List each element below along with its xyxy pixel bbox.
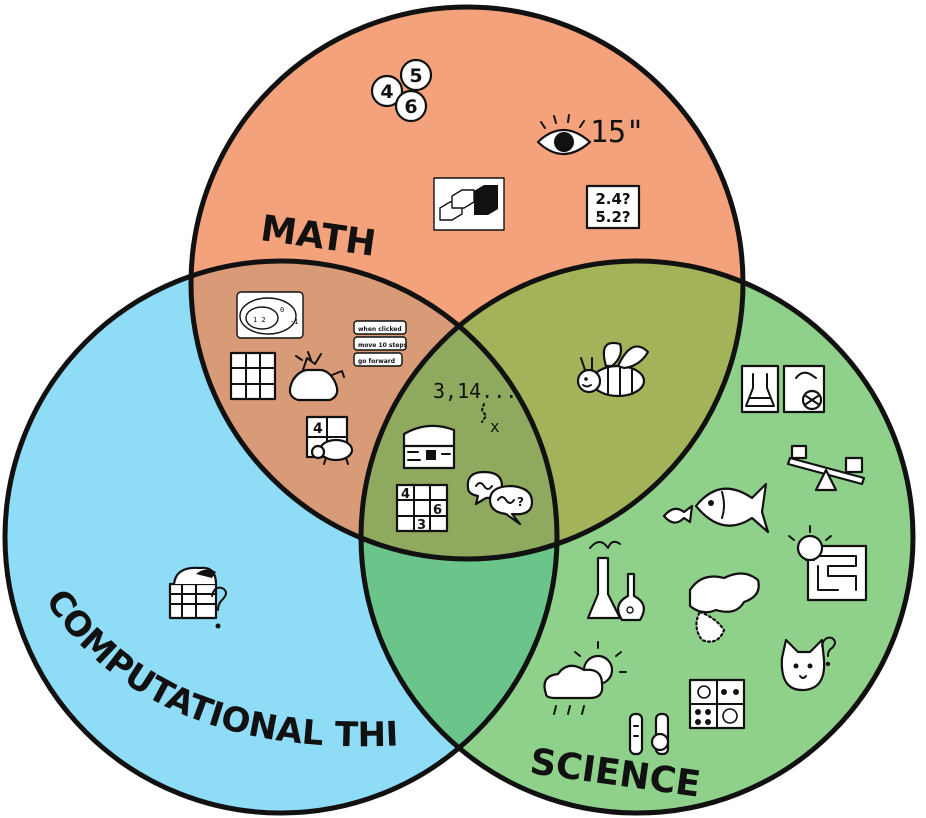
- svg-text:go forward: go forward: [358, 358, 395, 365]
- center-overlap: [361, 261, 557, 559]
- test-tubes-icon: [628, 712, 670, 756]
- svg-text:when clicked: when clicked: [358, 326, 402, 333]
- svg-text:4: 4: [313, 421, 323, 437]
- turtle-grid-icon: 4: [305, 415, 354, 465]
- svg-text:15": 15": [590, 115, 644, 150]
- map-icon: [688, 572, 760, 643]
- bee-icon: [576, 341, 650, 398]
- svg-text:0: 0: [280, 306, 284, 314]
- svg-text:6: 6: [433, 503, 442, 518]
- beaker-card-icon: [740, 364, 780, 414]
- venn-numbers-icon: 1 2 0 -1: [236, 291, 304, 339]
- flasks-icon: [586, 540, 645, 622]
- microscope-card-icon: [782, 364, 826, 414]
- svg-text:3,14...: 3,14...: [433, 379, 517, 403]
- svg-text:3: 3: [417, 518, 426, 533]
- eye-measure-icon: 15": [536, 114, 644, 155]
- svg-text:5.2?: 5.2?: [595, 208, 630, 226]
- weather-icon: [543, 641, 627, 715]
- pi-sequence-icon: 3,14... x: [433, 379, 517, 436]
- svg-text:5: 5: [409, 65, 422, 87]
- svg-text:-1: -1: [290, 318, 298, 326]
- grid-icon: [229, 351, 277, 401]
- speech-bubbles-icon: ?: [466, 470, 534, 526]
- svg-text:move 10 steps: move 10 steps: [358, 342, 408, 349]
- svg-text:?: ?: [517, 495, 524, 509]
- svg-text:2.4?: 2.4?: [595, 190, 630, 208]
- treasure-chest-question-icon: [168, 566, 227, 629]
- svg-text:6: 6: [404, 96, 417, 118]
- seesaw-icon: [786, 444, 866, 492]
- svg-text:4: 4: [380, 81, 393, 103]
- cubes-icon: [433, 177, 505, 231]
- fish-icon: [662, 482, 770, 534]
- svg-text:4: 4: [401, 487, 410, 502]
- domino-icon: [688, 678, 746, 730]
- treasure-bag-icon: [288, 351, 345, 402]
- code-blocks-icon: when clicked move 10 steps go forward: [353, 320, 408, 367]
- estimate-card-icon: 2.4? 5.2?: [585, 184, 641, 230]
- cat-question-icon: [780, 636, 836, 692]
- svg-text:1 2: 1 2: [253, 316, 266, 324]
- dice-cluster-icon: 4 5 6: [370, 58, 433, 123]
- sudoku-icon: 4 6 3: [395, 483, 449, 533]
- circle-outlines: [2, 4, 916, 816]
- lightbulb-maze-icon: [788, 525, 868, 602]
- chest-icon: [402, 424, 456, 470]
- svg-text:x: x: [490, 417, 500, 436]
